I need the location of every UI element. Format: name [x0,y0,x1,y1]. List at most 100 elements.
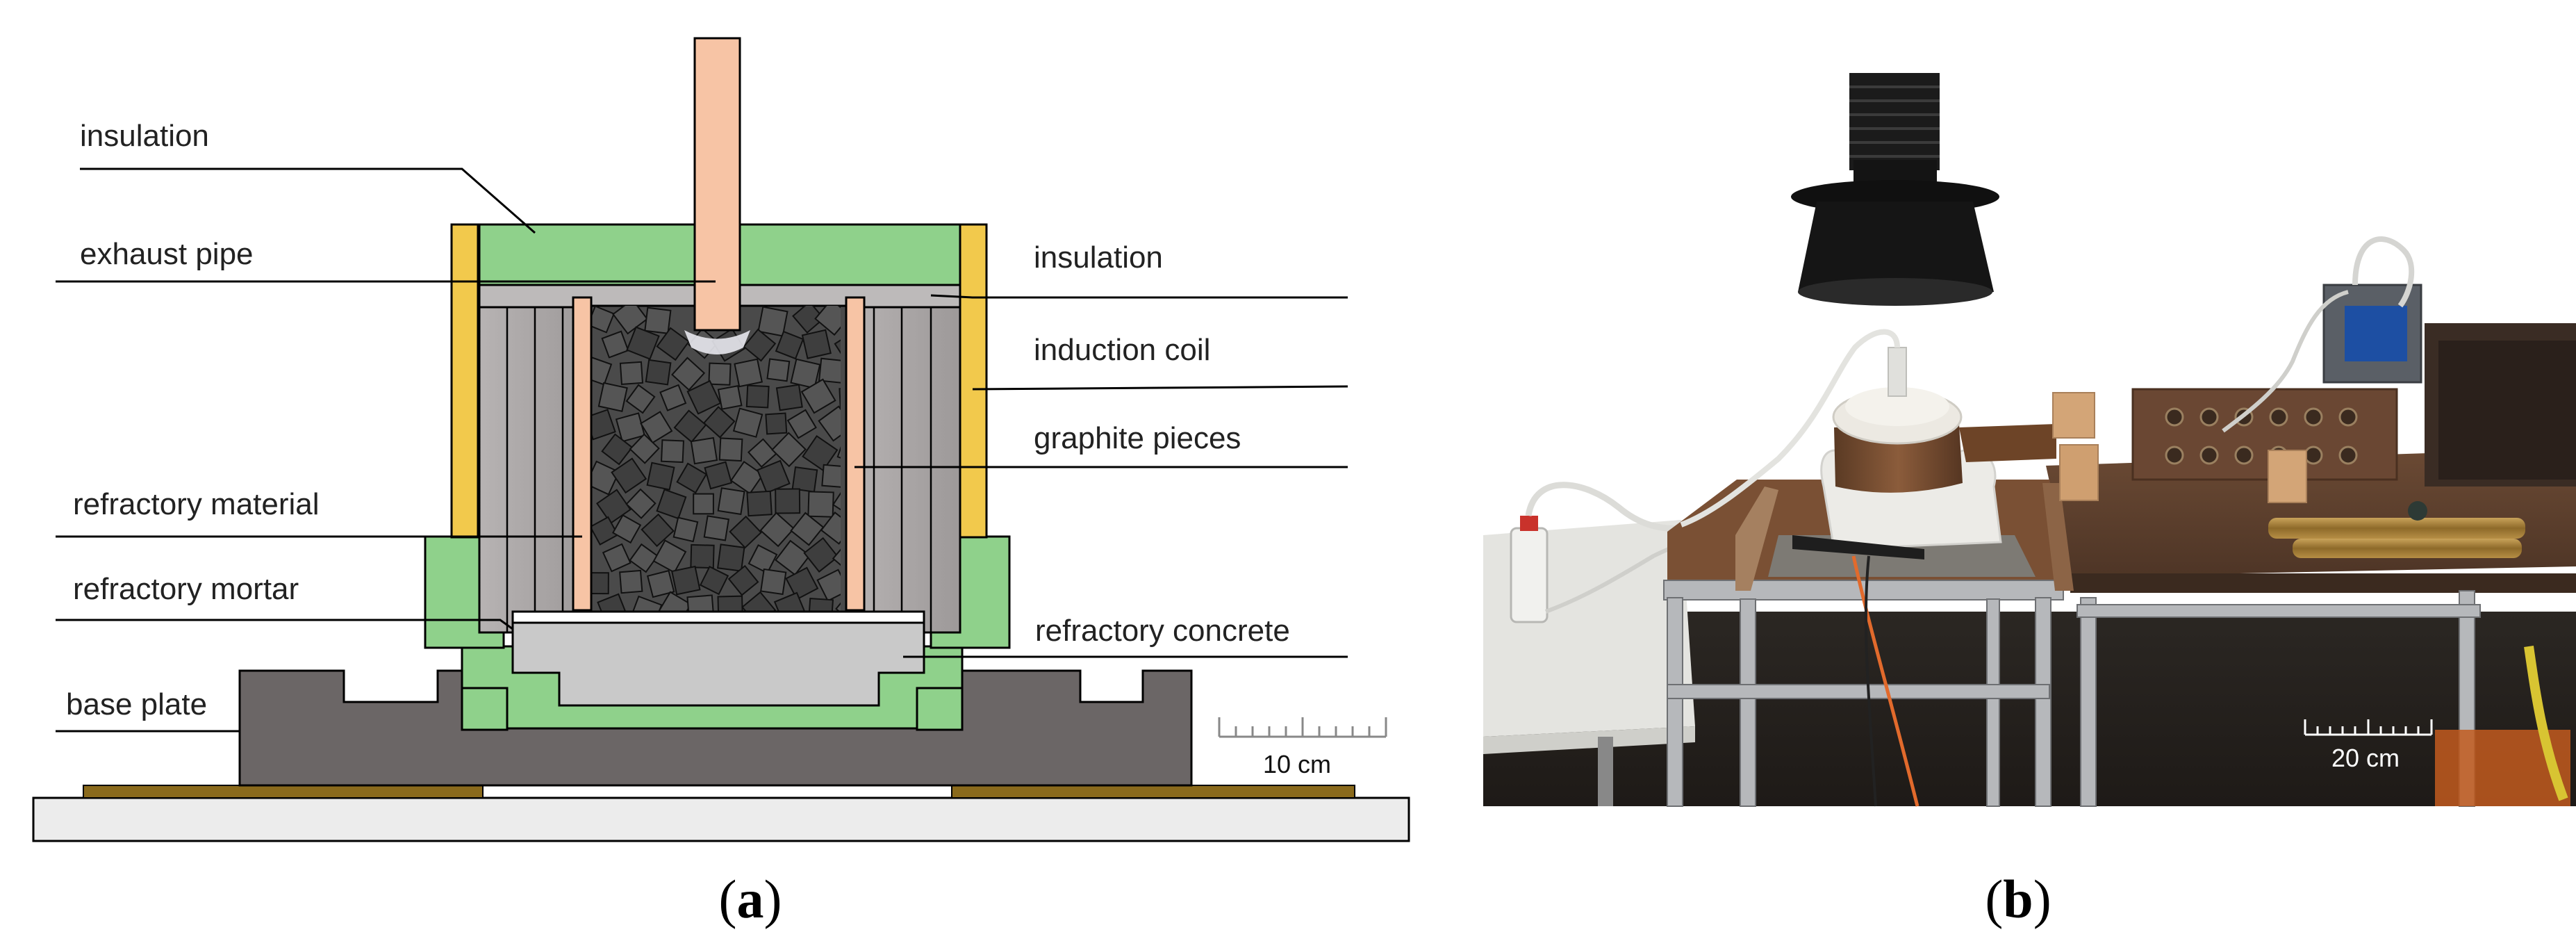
graphite-piece [807,491,834,518]
graphite-piece [832,484,841,518]
rail-right [2042,483,2074,591]
exhaust-pipe [693,37,741,332]
induction-coil-left [450,223,479,539]
yellow-hose [2524,646,2568,801]
exhaust-nozzle [1888,347,1907,397]
brass-plate-left [83,785,484,799]
graphite-piece [729,460,764,495]
graphite-piece [646,461,675,491]
graphite-piece [708,362,732,386]
graphite-piece [775,330,804,360]
graphite-piece [601,433,634,466]
refractory-tube-left [572,296,593,612]
tube-module [2352,236,2415,308]
graphite-piece [601,330,629,359]
graphite-piece [676,462,708,494]
label-induction-coil: induction coil [1034,333,1210,367]
graphite-piece [673,409,707,443]
graphite-piece [718,437,743,462]
wood-block-1 [2052,392,2095,439]
panel-b-caption: (b) [1985,869,2051,929]
label-refractory-mortar: refractory mortar [73,572,299,606]
graphite-piece [729,515,762,549]
graphite-piece [803,537,839,573]
graphite-piece [659,384,687,411]
graphite-piece [686,379,722,415]
graphite-piece [839,386,841,412]
label-refractory-concrete: refractory concrete [1035,614,1290,648]
graphite-piece [717,487,745,516]
concrete-top-band [511,610,925,624]
wood-block-3 [2268,450,2307,503]
graphite-piece [656,327,691,361]
graphite-piece [656,489,687,520]
refractory-tube-right [845,296,866,612]
graphite-piece [619,569,643,594]
graphite-piece [629,433,660,464]
brass-plate-right [951,785,1355,799]
scale-bar-b [2304,719,2433,736]
graphite-piece [816,569,841,602]
crucible-lid-top [1845,387,1949,426]
graphite-piece [611,514,642,544]
graphite-piece [672,516,699,543]
graphite-piece [785,566,819,600]
orange-cable [1851,555,1919,807]
graphite-piece [640,411,673,444]
graphite-piece [703,515,729,541]
ground-board [32,796,1410,842]
graphite-piece [615,412,645,443]
graphite-piece [748,544,778,574]
graphite-piece [775,384,803,411]
graphite-piece [759,512,795,548]
graphite-piece [625,384,656,414]
graphite-piece [800,378,836,414]
brass-manifold [2268,501,2525,558]
white-table-edge [1483,726,1695,754]
graphite-piece [671,565,701,596]
graphite-piece [671,357,706,391]
graphite-piece [686,594,715,615]
dark-cable [1864,555,1877,807]
tube-top [1680,329,1900,528]
graphite-piece [591,409,616,441]
exhaust-hood [1791,73,1999,306]
label-exhaust-pipe: exhaust pipe [80,237,254,271]
graphite-piece [790,512,825,546]
graphite-piece [591,516,619,546]
graphite-piece [717,385,743,410]
graphite-piece [652,539,687,573]
graphite-piece [612,306,648,335]
table-leg [1598,737,1613,806]
graphite-piece [775,539,811,576]
sensor-bracket [1792,535,1924,559]
graphite-piece [717,544,745,572]
refractory-concrete [511,621,925,707]
graphite-pieces [591,306,841,615]
graphite-piece [702,406,736,439]
rail-left [1735,487,1778,591]
graphite-piece [727,564,759,596]
graphite-piece [743,328,777,362]
graphite-piece [734,358,763,388]
graphite-piece [647,569,675,598]
graphite-piece [801,329,832,359]
label-insulation-top: insulation [80,119,209,153]
graphite-piece [757,459,791,494]
graphite-piece [619,361,644,385]
induction-coil-right [959,223,988,539]
graphite-piece [818,405,841,442]
bottle [1510,527,1549,623]
graphite-piece [765,412,788,435]
graphite-piece [802,434,839,472]
graphite-piece [732,407,763,438]
graphite-piece [786,409,817,439]
graphite-piece [792,306,825,334]
control-module-screen [2345,306,2407,361]
graphite-piece [699,565,729,596]
graphite-piece [661,439,684,464]
coil-housing [1959,424,2056,462]
label-insulation-right: insulation [1034,240,1163,275]
graphite-piece [625,488,657,519]
